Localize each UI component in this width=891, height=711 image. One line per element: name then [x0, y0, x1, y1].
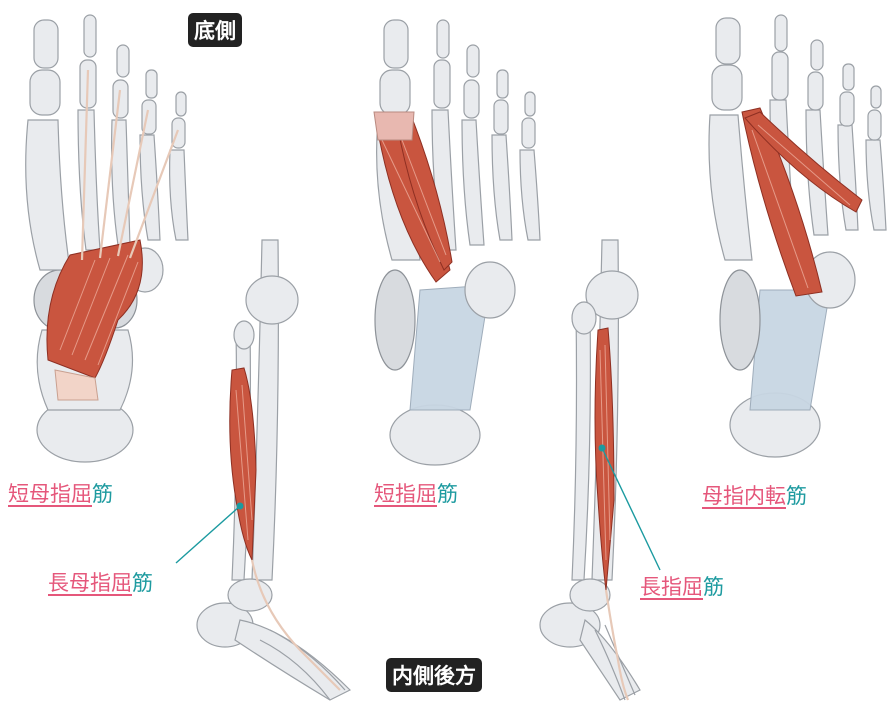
caption-flexor-digitorum-brevis: 短指屈筋	[374, 478, 458, 508]
caption-fdb-suffix: 筋	[437, 482, 458, 506]
caption-add-prefix: 母指内転	[702, 484, 786, 508]
leg-medial-posterior-right	[540, 240, 640, 700]
caption-add-suffix: 筋	[786, 484, 807, 508]
caption-fdl-suffix: 筋	[703, 575, 724, 599]
caption-adductor-hallucis: 母指内転筋	[702, 480, 807, 510]
caption-fhb-prefix: 短母指屈	[8, 482, 92, 506]
foot-plantar-left	[26, 15, 188, 462]
caption-fhb-suffix: 筋	[92, 482, 113, 506]
leg-medial-posterior-left	[197, 240, 350, 700]
caption-fdb-prefix: 短指屈	[374, 482, 437, 506]
caption-flexor-digitorum-longus: 長指屈筋	[640, 571, 724, 601]
caption-fdl-prefix: 長指屈	[640, 575, 703, 599]
caption-fhl-suffix: 筋	[132, 571, 153, 595]
foot-plantar-middle	[374, 20, 540, 465]
view-label-plantar: 底側	[188, 13, 242, 47]
caption-flexor-hallucis-longus: 長母指屈筋	[48, 567, 153, 597]
view-label-medial-posterior: 内側後方	[386, 658, 482, 692]
caption-flexor-hallucis-brevis: 短母指屈筋	[8, 478, 113, 508]
caption-fhl-prefix: 長母指屈	[48, 571, 132, 595]
foot-plantar-right	[709, 15, 886, 457]
